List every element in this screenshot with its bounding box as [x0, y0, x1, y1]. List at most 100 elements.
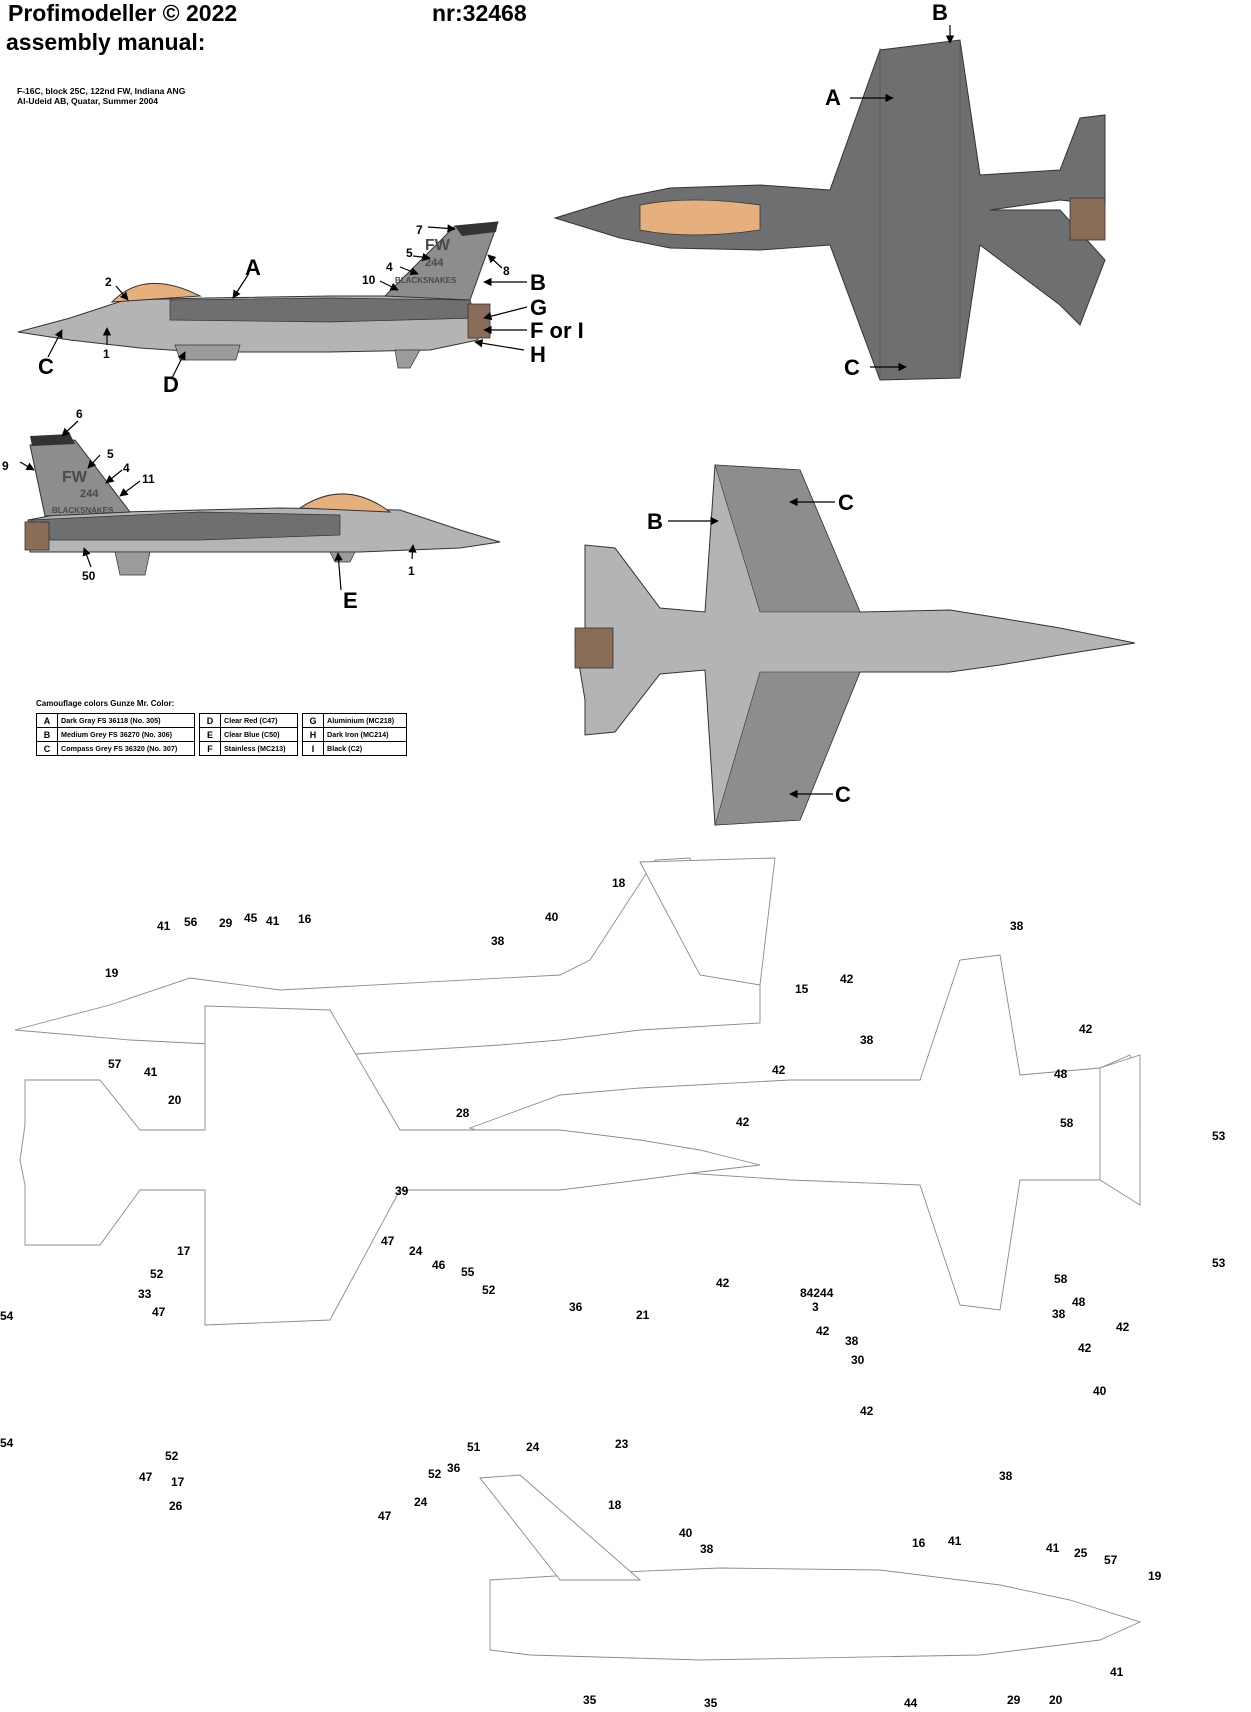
product-number: nr:32468: [432, 0, 527, 26]
camo-name: Stainless (MC213): [220, 741, 298, 756]
st-top-42e: 42: [716, 1276, 730, 1290]
tail-code-left: FW: [425, 237, 451, 254]
st-45: 45: [244, 911, 258, 925]
st-b-47c: 47: [139, 1470, 153, 1484]
camo-name: Aluminium (MC218): [323, 713, 407, 728]
num-5: 5: [406, 246, 413, 260]
num-11: 11: [142, 472, 155, 486]
callout-b-top: B: [932, 0, 948, 25]
st-b-26: 26: [169, 1499, 183, 1513]
st-b-47b: 47: [381, 1234, 395, 1248]
st-top-38b: 38: [860, 1033, 874, 1047]
st-b-47a: 47: [152, 1305, 166, 1319]
num-5-r: 5: [107, 447, 114, 461]
st-b-24b: 24: [414, 1495, 428, 1509]
camo-letter: A: [36, 713, 58, 728]
st-r-25: 25: [1074, 1546, 1088, 1560]
st-b-17b: 17: [171, 1475, 185, 1489]
stencil-top: [468, 954, 1141, 1311]
st-56: 56: [184, 915, 198, 929]
bottom-view: [574, 464, 1136, 826]
st-18: 18: [612, 876, 626, 890]
camo-name: Medium Grey FS 36270 (No. 306): [57, 727, 195, 742]
st-top-58b: 58: [1054, 1272, 1068, 1286]
st-top-42d: 42: [736, 1115, 750, 1129]
st-b-36b: 36: [447, 1461, 461, 1475]
camo-row: B Medium Grey FS 36270 (No. 306) E Clear…: [36, 727, 407, 742]
st-r-57: 57: [1104, 1553, 1118, 1567]
st-top-38e: 38: [999, 1469, 1013, 1483]
st-r-44: 44: [904, 1696, 918, 1710]
camouflage-table: A Dark Gray FS 36118 (No. 305) D Clear R…: [36, 713, 407, 756]
top-view-callouts: [850, 25, 955, 372]
top-view: [553, 39, 1106, 381]
st-b-39: 39: [395, 1184, 409, 1198]
st-b-47d: 47: [378, 1509, 392, 1523]
st-r-41b: 41: [1046, 1541, 1060, 1555]
num-50: 50: [82, 569, 96, 583]
st-20: 20: [168, 1093, 182, 1107]
st-r-41a: 41: [948, 1534, 962, 1548]
camo-letter: I: [302, 741, 324, 756]
callout-f-or-i-side: F or I: [530, 318, 584, 343]
st-b-51: 51: [467, 1440, 481, 1454]
num-4: 4: [386, 260, 393, 274]
camouflage-title: Camouflage colors Gunze Mr. Color:: [36, 699, 175, 708]
st-r-40: 40: [679, 1526, 693, 1540]
tail-number-left: 244: [425, 257, 444, 269]
unit-band-left: BLACKSNAKES: [395, 276, 457, 285]
st-r-29: 29: [1007, 1693, 1021, 1707]
stencil-bottom: [19, 1005, 761, 1326]
num-10: 10: [362, 273, 376, 287]
st-b-36a: 36: [569, 1300, 583, 1314]
st-b-52d: 52: [428, 1467, 442, 1481]
camo-name: Dark Gray FS 36118 (No. 305): [57, 713, 195, 728]
st-b-21: 21: [636, 1308, 650, 1322]
st-top-48b: 48: [1072, 1295, 1086, 1309]
st-top-53a: 53: [1212, 1129, 1226, 1143]
st-b-52b: 52: [482, 1283, 496, 1297]
st-top-3: 3: [812, 1300, 819, 1314]
callout-d-side: D: [163, 372, 179, 397]
callout-e-side: E: [343, 588, 358, 613]
st-r-38: 38: [700, 1542, 714, 1556]
num-1: 1: [103, 347, 110, 361]
num-1-r: 1: [408, 564, 415, 578]
callout-c-bottom-1: C: [838, 490, 854, 515]
num-4-r: 4: [123, 461, 130, 475]
callout-b-side: B: [530, 270, 546, 295]
manual-title: assembly manual:: [6, 29, 206, 55]
st-38: 38: [491, 934, 505, 948]
num-6: 6: [76, 407, 83, 421]
st-r-16: 16: [912, 1536, 926, 1550]
st-b-52c: 52: [165, 1449, 179, 1463]
camo-letter: C: [36, 741, 58, 756]
camo-name: Dark Iron (MC214): [323, 727, 407, 742]
st-28: 28: [456, 1106, 470, 1120]
st-top-42b: 42: [1079, 1022, 1093, 1036]
tail-code-right: FW: [62, 469, 88, 486]
st-b-46: 46: [432, 1258, 446, 1272]
st-41a: 41: [157, 919, 171, 933]
st-top-42i: 42: [860, 1404, 874, 1418]
stencil-side-left: [14, 857, 776, 1061]
camo-letter: B: [36, 727, 58, 742]
st-b-17a: 17: [177, 1244, 191, 1258]
st-b-55: 55: [461, 1265, 475, 1279]
st-19: 19: [105, 966, 119, 980]
st-top-58a: 58: [1060, 1116, 1074, 1130]
st-r-18: 18: [608, 1498, 622, 1512]
camo-row: A Dark Gray FS 36118 (No. 305) D Clear R…: [36, 713, 407, 728]
camo-name: Compass Grey FS 36320 (No. 307): [57, 741, 195, 756]
st-r-19: 19: [1148, 1569, 1162, 1583]
st-40: 40: [545, 910, 559, 924]
st-57: 57: [108, 1057, 122, 1071]
st-b-52a: 52: [150, 1267, 164, 1281]
st-b-24c: 24: [526, 1440, 540, 1454]
side-profile-left: [17, 221, 499, 369]
st-r-41c: 41: [1110, 1665, 1124, 1679]
bottom-view-callouts: [668, 497, 835, 799]
callout-c-side: C: [38, 354, 54, 379]
num-8: 8: [503, 264, 510, 278]
